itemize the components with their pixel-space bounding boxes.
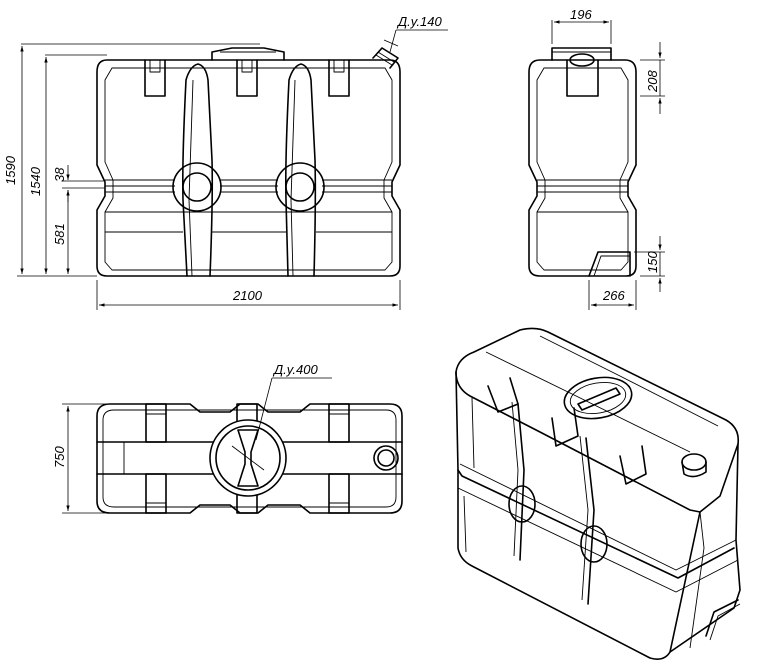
iso-strap-mid xyxy=(551,407,579,447)
dim-150: 150 xyxy=(645,251,660,273)
dim-1540: 1540 xyxy=(28,166,43,196)
dim-2100: 2100 xyxy=(232,288,263,303)
label-du400: Д.у.400 xyxy=(272,362,318,377)
bracket-top-right xyxy=(328,403,350,443)
dim-208: 208 xyxy=(645,70,660,93)
port-circle-left xyxy=(172,162,222,212)
label-du140: Д.у.140 xyxy=(396,14,442,29)
dim-750: 750 xyxy=(52,446,67,468)
side-strap xyxy=(566,59,599,97)
iso-manhole xyxy=(563,376,633,420)
side-outline xyxy=(528,59,637,277)
isometric-view xyxy=(455,327,741,660)
top-view xyxy=(96,403,403,514)
iso-port-left xyxy=(508,485,536,523)
dim-266: 266 xyxy=(602,288,625,303)
front-dimensions: 1590 1540 38 581 2100 Д.у.140 xyxy=(3,14,448,310)
iso-bottom-recess xyxy=(705,599,739,637)
strap-left xyxy=(144,59,166,97)
front-outline xyxy=(96,59,401,277)
iso-right-face xyxy=(669,443,741,653)
dim-581: 581 xyxy=(52,223,67,245)
side-view xyxy=(528,47,637,277)
dim-1590: 1590 xyxy=(3,155,18,185)
fitting-140 xyxy=(372,47,399,69)
dim-38: 38 xyxy=(52,167,67,182)
iso-strap-left xyxy=(487,377,519,413)
top-dimensions: 750 Д.у.400 xyxy=(52,362,332,514)
strap-middle xyxy=(236,59,258,97)
bracket-bottom-right xyxy=(328,473,350,514)
iso-port-right xyxy=(580,525,608,563)
side-bottom-recess xyxy=(588,251,631,277)
bracket-top-left xyxy=(145,403,167,443)
side-dimensions: 196 208 150 266 xyxy=(551,7,665,310)
rib-right xyxy=(285,63,317,277)
top-outline xyxy=(96,403,403,514)
strap-right xyxy=(328,59,350,97)
top-manhole-dome xyxy=(211,47,285,61)
iso-front-face xyxy=(455,371,701,660)
iso-top-face xyxy=(455,327,740,513)
bracket-bottom-left xyxy=(145,473,167,514)
dim-196: 196 xyxy=(570,7,592,22)
fitting-140-top xyxy=(373,445,399,471)
iso-fitting xyxy=(681,453,707,471)
front-view xyxy=(96,47,401,277)
iso-strap-right xyxy=(619,445,647,485)
rib-left xyxy=(182,63,214,277)
port-circle-right xyxy=(275,162,325,212)
side-top-cap xyxy=(551,47,612,61)
